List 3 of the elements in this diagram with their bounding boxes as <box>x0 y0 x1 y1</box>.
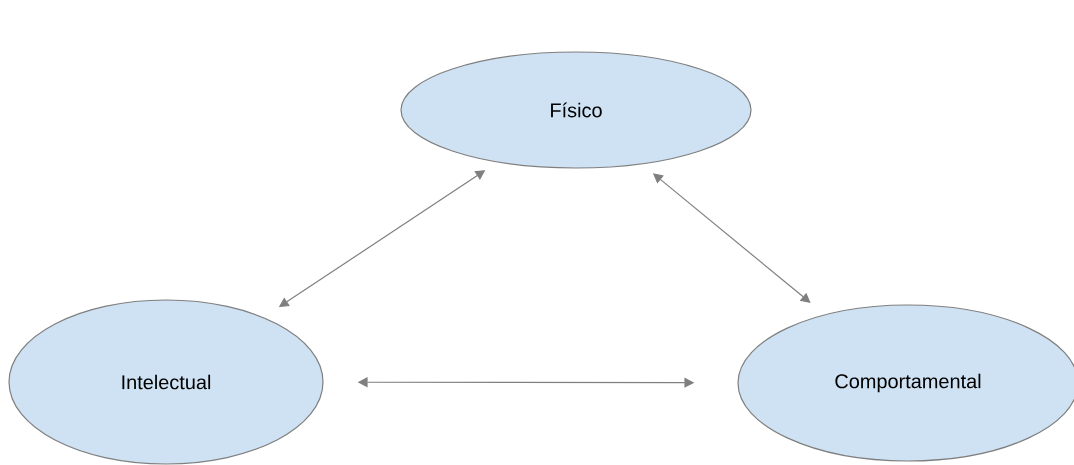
ellipse-node: Comportamental <box>737 304 1074 462</box>
ellipse-node: Físico <box>400 51 752 169</box>
ellipse-node: Intelectual <box>8 299 324 465</box>
